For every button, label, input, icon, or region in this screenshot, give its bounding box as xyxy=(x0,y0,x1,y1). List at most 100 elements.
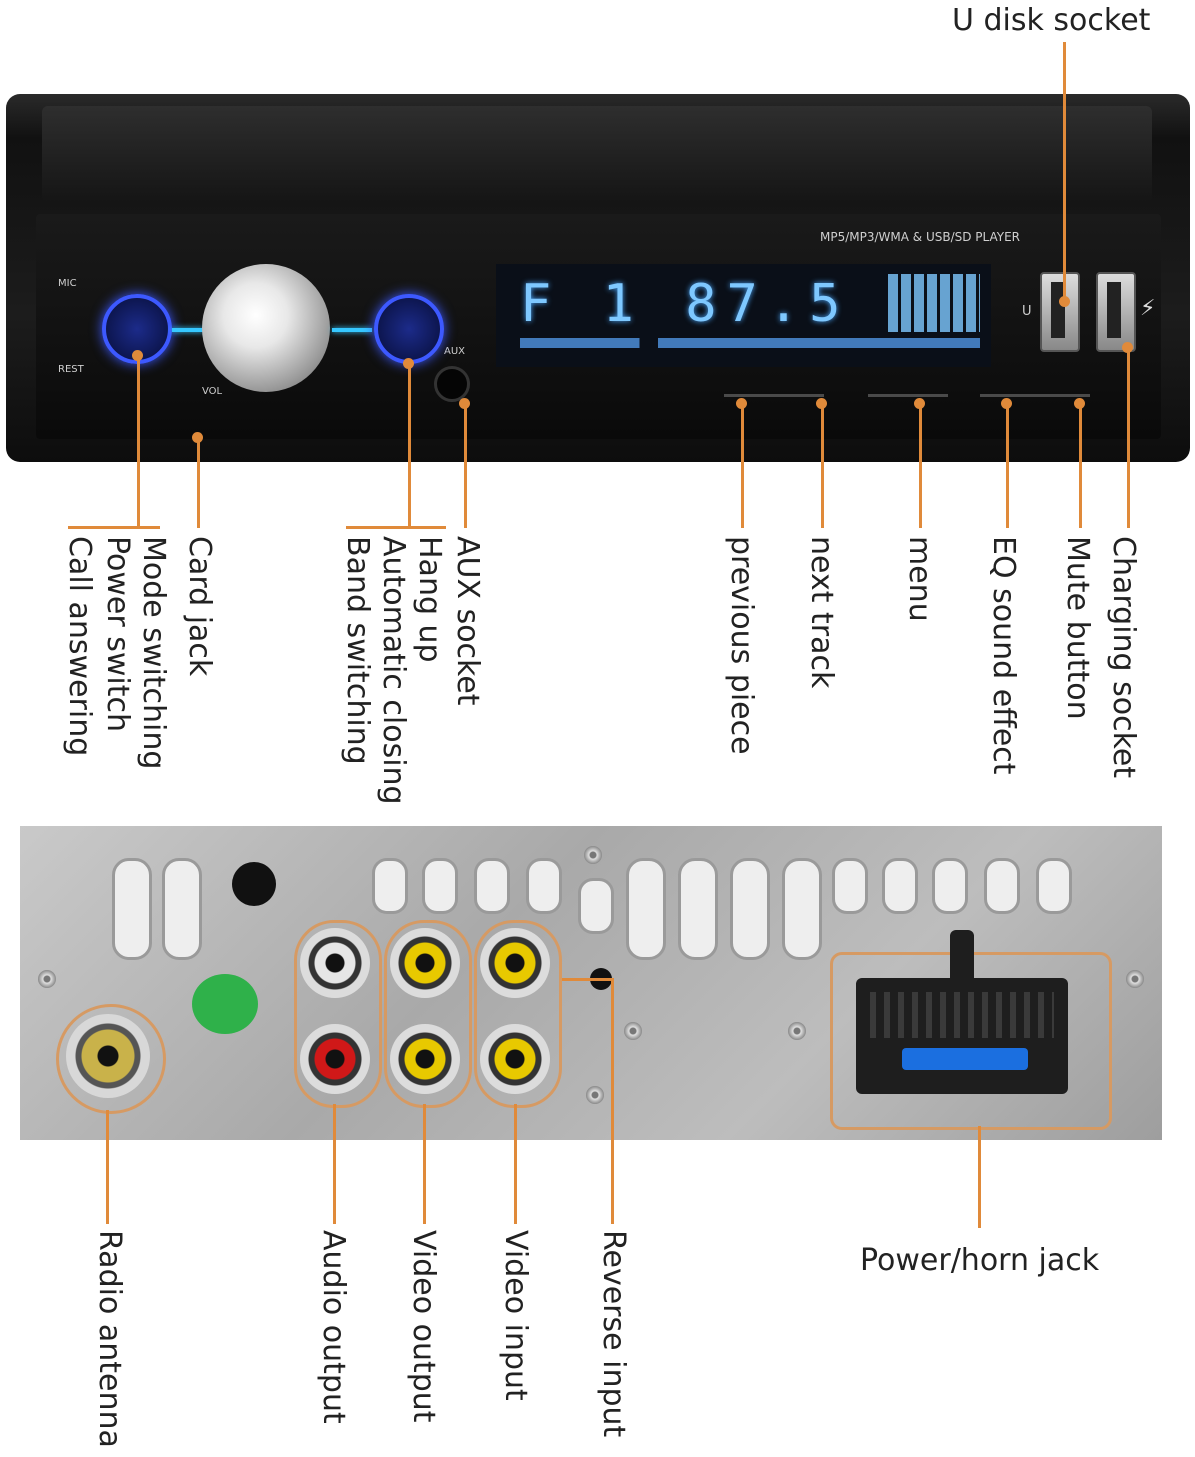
leader-menu xyxy=(919,404,922,528)
usb-label: U xyxy=(1022,304,1032,319)
video-input-jack-1 xyxy=(480,928,550,998)
dot-charging xyxy=(1122,342,1133,353)
vol-label: VOL xyxy=(202,386,223,397)
leader-mode xyxy=(137,356,140,528)
dot-previous xyxy=(736,398,747,409)
mounting-hole xyxy=(232,862,276,906)
lcd-display: F 1 87.5 xyxy=(496,264,991,367)
video-input-outline xyxy=(474,920,562,1108)
label-hang-up: Hang up xyxy=(412,536,447,663)
label-reverse-input: Reverse input xyxy=(596,1230,631,1438)
vent-slot xyxy=(372,858,408,914)
audio-output-outline xyxy=(294,920,382,1108)
front-flap xyxy=(42,106,1152,202)
screw xyxy=(624,1022,642,1040)
dot-mode xyxy=(132,350,143,361)
leader-u-disk xyxy=(1063,42,1066,298)
vent-slot xyxy=(1036,858,1072,914)
label-automatic-closing: Automatic closing xyxy=(376,536,411,805)
vent-slot xyxy=(474,858,510,914)
label-audio-output: Audio output xyxy=(316,1230,351,1424)
rest-label: REST xyxy=(58,364,84,375)
vent-slot xyxy=(112,858,152,960)
dot-mute xyxy=(1074,398,1085,409)
dot-next xyxy=(816,398,827,409)
vent-slot xyxy=(422,858,458,914)
volume-knob xyxy=(202,264,330,392)
label-menu: menu xyxy=(902,536,937,622)
leader-mode-bracket xyxy=(68,526,160,529)
audio-output-white-jack xyxy=(300,928,370,998)
leader-charging xyxy=(1127,348,1130,528)
eq-bars xyxy=(888,274,980,332)
dot-eq xyxy=(1001,398,1012,409)
leader-power-horn xyxy=(978,1126,981,1228)
eq-mute-strip xyxy=(980,394,1090,397)
label-u-disk-socket: U disk socket xyxy=(952,3,1151,38)
band-hangup-button xyxy=(374,294,444,364)
connector-latch xyxy=(950,930,974,980)
u-disk-port xyxy=(1040,272,1080,352)
screw xyxy=(788,1022,806,1040)
leader-band-bracket xyxy=(346,526,446,529)
label-previous-piece: previous piece xyxy=(724,536,759,755)
label-video-input: Video input xyxy=(498,1230,533,1401)
leader-mute xyxy=(1079,404,1082,528)
leader-reverse-input xyxy=(611,978,614,1224)
charging-port xyxy=(1096,272,1136,352)
lcd-readout: F 1 87.5 xyxy=(520,274,851,334)
screw xyxy=(586,1086,604,1104)
radio-antenna-outline xyxy=(56,1004,166,1114)
track-buttons-strip xyxy=(724,394,824,397)
label-charging-socket: Charging socket xyxy=(1106,536,1141,779)
label-radio-antenna: Radio antenna xyxy=(92,1230,127,1448)
label-card-jack: Card jack xyxy=(182,536,217,677)
label-call-answering: Call answering xyxy=(62,536,97,757)
leader-radio-antenna xyxy=(106,1110,109,1224)
charging-bolt-icon: ⚡ xyxy=(1140,296,1156,321)
radio-antenna-jack xyxy=(66,1014,150,1098)
dot-card-jack xyxy=(192,432,203,443)
leader-eq xyxy=(1006,404,1009,528)
video-output-outline xyxy=(384,920,472,1108)
leader-reverse-input-h xyxy=(562,978,612,981)
vent-slot xyxy=(932,858,968,914)
label-eq-sound-effect: EQ sound effect xyxy=(986,536,1021,775)
fuse xyxy=(902,1048,1028,1070)
leader-card-jack xyxy=(197,438,200,528)
vent-slot xyxy=(782,858,822,960)
leader-video-output xyxy=(423,1104,426,1224)
vent-slot xyxy=(162,858,202,960)
vent-slot xyxy=(730,858,770,960)
label-band-switching: Band switching xyxy=(340,536,375,765)
leader-previous xyxy=(741,404,744,528)
glow-line-left xyxy=(172,328,204,332)
dot-band xyxy=(403,358,414,369)
leader-aux xyxy=(464,404,467,528)
vent-slot xyxy=(678,858,718,960)
dot-u-disk xyxy=(1059,296,1070,307)
aux-jack xyxy=(434,366,470,402)
leader-next xyxy=(821,404,824,528)
vent-slot xyxy=(984,858,1020,914)
glow-line-right xyxy=(332,328,372,332)
leader-band xyxy=(408,364,411,528)
vent-slot xyxy=(832,858,868,914)
vent-slot xyxy=(578,878,614,934)
player-label: MP5/MP3/WMA & USB/SD PLAYER xyxy=(820,230,1021,244)
leader-video-input xyxy=(514,1104,517,1224)
vent-slot xyxy=(526,858,562,914)
screw xyxy=(1126,970,1144,988)
label-power-horn-jack: Power/horn jack xyxy=(860,1243,1100,1278)
label-mode-switching: Mode switching xyxy=(136,536,171,770)
label-video-output: Video output xyxy=(406,1230,441,1423)
connector-pins xyxy=(870,992,1054,1038)
mic-label: MIC xyxy=(58,278,77,289)
audio-output-red-jack xyxy=(300,1024,370,1094)
screw xyxy=(584,846,602,864)
label-aux-socket: AUX socket xyxy=(450,536,485,706)
dot-menu xyxy=(914,398,925,409)
lcd-level-bar xyxy=(520,338,980,348)
video-input-jack-2 xyxy=(480,1024,550,1094)
label-power-switch: Power switch xyxy=(100,536,135,733)
